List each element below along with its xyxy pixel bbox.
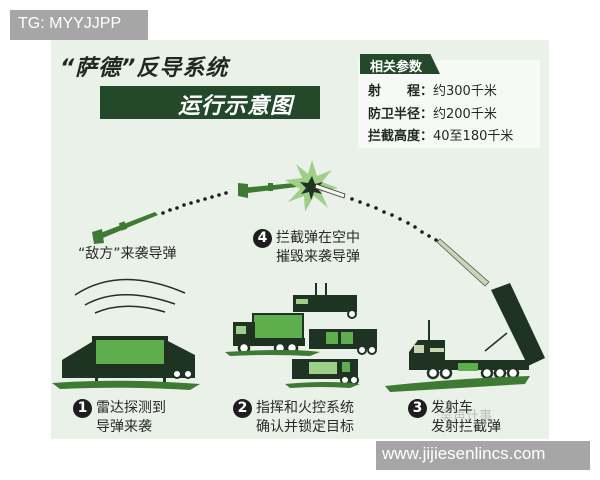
launcher-truck-icon [385, 283, 545, 392]
param-value: 约200千米 [433, 107, 497, 122]
top-watermark-text: TG: MYYJJPP [18, 15, 122, 32]
step-2-line1: 指挥和火控系统 [256, 400, 354, 416]
param-label: 防卫半径： [368, 107, 434, 122]
interceptor-missile-icon [314, 183, 346, 199]
step-1-line2: 导弹来袭 [96, 419, 152, 435]
step-2-number-icon: 2 [233, 399, 252, 418]
params-header-text: 相关参数 [370, 60, 423, 75]
launched-interceptor-icon [436, 238, 490, 287]
step-3-line2: 发射拦截弹 [431, 419, 501, 435]
step-3-line1: 发射车 [431, 400, 473, 416]
param-label: 射 程： [368, 84, 434, 99]
params-box [358, 60, 540, 148]
step-4-number-icon: 4 [253, 229, 272, 248]
param-value: 约300千米 [433, 84, 497, 99]
poster-title: “萨德”反导系统 [60, 56, 229, 81]
explosion-burst-icon [285, 160, 338, 212]
params-header: 相关参数 [360, 54, 440, 74]
param-value: 40至180千米 [433, 129, 514, 144]
radar-truck-icon [52, 336, 200, 390]
step-4-line1: 拦截弹在空中 [276, 230, 360, 246]
poster-subtitle: 运行示意图 [178, 94, 294, 119]
top-watermark: TG: MYYJJPP [10, 10, 148, 40]
enemy-trajectory-icon [161, 191, 228, 215]
param-row-range: 射 程：约300千米 [368, 80, 497, 99]
incoming-missile-icon [238, 182, 305, 198]
step-1-number-icon: 1 [73, 399, 92, 418]
faint-watermark: 吴声计事 [440, 409, 493, 424]
bottom-watermark: www.jijiesenlincs.com [376, 441, 590, 470]
step-3-number-icon: 3 [408, 399, 427, 418]
radar-wave-icon [74, 278, 186, 314]
poster-subtitle-bar: 运行示意图 [100, 86, 320, 119]
enemy-missile-icon [92, 212, 158, 244]
step-1-line1: 雷达探测到 [96, 400, 166, 416]
param-row-intercept-altitude: 拦截高度：40至180千米 [368, 125, 513, 144]
step-4-line2: 摧毁来袭导弹 [276, 249, 360, 265]
bottom-watermark-text: www.jijiesenlincs.com [382, 444, 546, 463]
param-row-defense-radius: 防卫半径：约200千米 [368, 103, 497, 122]
enemy-missile-label: “敌方”来袭导弹 [78, 246, 177, 262]
command-vehicles-icon [225, 283, 377, 388]
param-label: 拦截高度： [368, 129, 434, 144]
interceptor-trajectory-icon [350, 197, 438, 242]
step-2-line2: 确认并锁定目标 [256, 419, 354, 435]
